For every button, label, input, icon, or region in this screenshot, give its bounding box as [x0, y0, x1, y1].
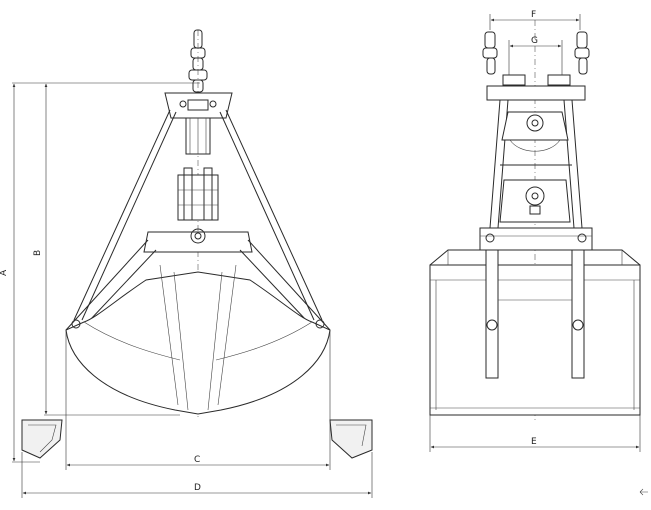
- upper-pulley: [526, 114, 544, 132]
- side-top-beam: [486, 85, 586, 101]
- front-view: A B C D: [0, 29, 373, 498]
- bucket-shell: [65, 271, 331, 415]
- tie-rods: [73, 109, 323, 321]
- top-shackle: [188, 29, 208, 93]
- side-shackles: [482, 31, 590, 86]
- dimension-f: F: [489, 10, 581, 30]
- label-b: B: [33, 250, 43, 256]
- dimension-e: E: [429, 415, 641, 452]
- label-a: A: [0, 269, 9, 276]
- side-view: F G E: [429, 10, 641, 452]
- cursor-arrow-icon: [639, 488, 648, 496]
- label-d: D: [194, 483, 201, 493]
- dimension-b: B: [33, 83, 180, 416]
- side-cross-beam: [479, 227, 593, 251]
- label-e: E: [531, 437, 537, 447]
- side-bucket-body: [429, 264, 641, 416]
- central-pivot: [190, 228, 206, 244]
- dimension-g: G: [508, 36, 563, 75]
- dimension-d: D: [21, 452, 373, 498]
- right-open-tip: [329, 419, 373, 459]
- lower-pulley: [525, 186, 545, 206]
- left-open-tip: [21, 419, 63, 459]
- label-f: F: [531, 10, 536, 20]
- label-g: G: [531, 36, 538, 46]
- dimension-a: A: [0, 82, 200, 463]
- head-block: [164, 92, 233, 119]
- label-c: C: [194, 455, 200, 465]
- dimension-c: C: [65, 330, 331, 470]
